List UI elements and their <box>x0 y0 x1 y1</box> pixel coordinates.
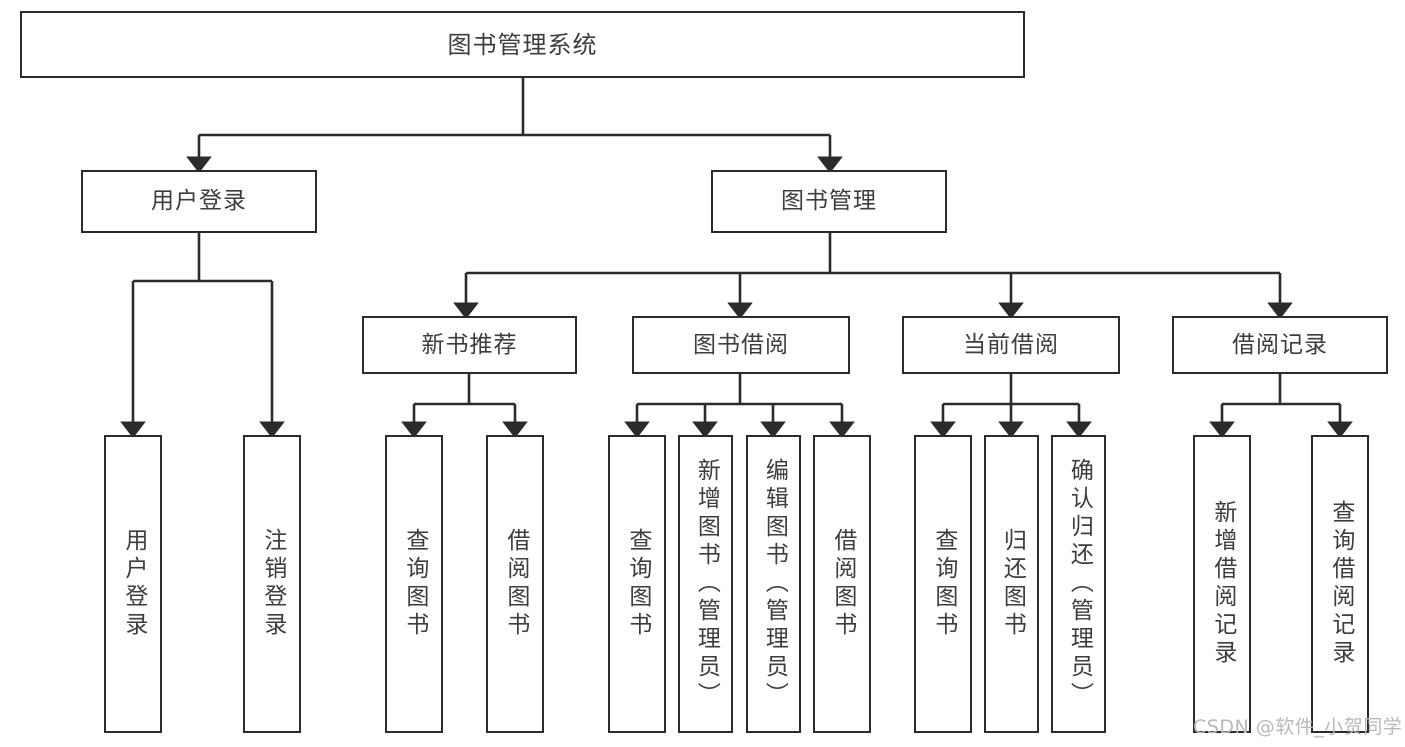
leaf-user-login-logout[interactable]: 注销登录 <box>243 435 301 733</box>
node-label: 查询图书 <box>930 528 957 640</box>
node-label: 查询图书 <box>401 528 428 640</box>
leaf-new-book-query-book[interactable]: 查询图书 <box>385 435 443 733</box>
leaf-book-borrow-query-book[interactable]: 查询图书 <box>608 435 666 733</box>
node-label: 图书管理系统 <box>447 30 598 59</box>
leaf-borrow-record-add-record[interactable]: 新增借阅记录 <box>1193 435 1251 733</box>
node-label: 确认归还（管理员） <box>1066 458 1093 710</box>
node-label: 用户登录 <box>151 188 247 214</box>
node-label: 编辑图书（管理员） <box>761 458 788 710</box>
node-label: 用户登录 <box>120 528 147 640</box>
node-label: 归还图书 <box>999 528 1026 640</box>
node-label: 借阅图书 <box>829 528 856 640</box>
watermark-text: CSDN @软件_小贺同学 <box>1193 716 1403 738</box>
leaf-book-borrow-add-book-admin[interactable]: 新增图书（管理员） <box>678 435 733 733</box>
node-label: 新书推荐 <box>421 331 518 358</box>
leaf-book-borrow-edit-book-admin[interactable]: 编辑图书（管理员） <box>746 435 801 733</box>
node-label: 查询借阅记录 <box>1327 500 1354 668</box>
node-user-login[interactable]: 用户登录 <box>81 170 317 233</box>
leaf-current-borrow-return-book[interactable]: 归还图书 <box>984 435 1039 733</box>
node-new-book-recommendation[interactable]: 新书推荐 <box>362 316 577 374</box>
node-borrow-record[interactable]: 借阅记录 <box>1172 316 1388 374</box>
node-book-management[interactable]: 图书管理 <box>711 170 947 233</box>
node-label: 新增图书（管理员） <box>693 458 720 710</box>
leaf-new-book-borrow-book[interactable]: 借阅图书 <box>486 435 544 733</box>
leaf-current-borrow-confirm-return-admin[interactable]: 确认归还（管理员） <box>1051 435 1106 733</box>
node-current-borrow[interactable]: 当前借阅 <box>902 316 1120 374</box>
node-label: 借阅记录 <box>1232 331 1328 358</box>
node-label: 图书管理 <box>781 188 877 214</box>
leaf-borrow-record-query-record[interactable]: 查询借阅记录 <box>1311 435 1369 733</box>
node-label: 当前借阅 <box>963 331 1059 358</box>
leaf-book-borrow-borrow-book[interactable]: 借阅图书 <box>813 435 871 733</box>
node-label: 查询图书 <box>624 528 651 640</box>
leaf-user-login-login[interactable]: 用户登录 <box>104 435 162 733</box>
node-label: 新增借阅记录 <box>1209 500 1236 668</box>
leaf-current-borrow-query-book[interactable]: 查询图书 <box>914 435 972 733</box>
node-label: 注销登录 <box>259 528 286 640</box>
node-book-borrow[interactable]: 图书借阅 <box>632 316 850 374</box>
node-root-book-management-system[interactable]: 图书管理系统 <box>20 11 1025 78</box>
node-label: 图书借阅 <box>693 331 789 358</box>
node-label: 借阅图书 <box>502 528 529 640</box>
